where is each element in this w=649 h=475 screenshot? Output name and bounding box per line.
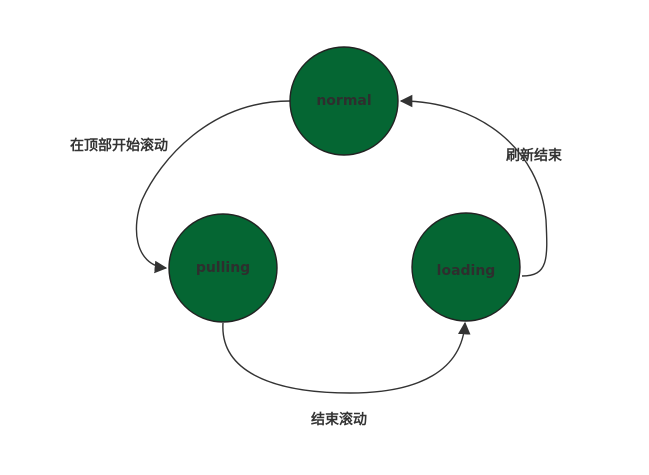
edge-label-normal-to-pulling: 在顶部开始滚动 — [70, 137, 168, 154]
edge-label-loading-to-normal: 刷新结束 — [506, 147, 563, 164]
node-normal: normal — [289, 46, 399, 156]
node-pulling: pulling — [168, 213, 278, 323]
node-pulling-label: pulling — [196, 260, 250, 276]
node-loading: loading — [411, 212, 521, 322]
node-normal-circle — [289, 46, 399, 156]
node-normal-label: normal — [316, 93, 371, 109]
edge-label-pulling-to-loading: 结束滚动 — [311, 411, 367, 428]
node-pulling-circle — [168, 213, 278, 323]
node-loading-circle — [411, 212, 521, 322]
edge-pulling-to-loading — [222, 321, 471, 394]
node-loading-label: loading — [437, 263, 496, 279]
edge-loading-to-normal — [399, 94, 548, 277]
edge-normal-to-pulling — [135, 100, 291, 274]
